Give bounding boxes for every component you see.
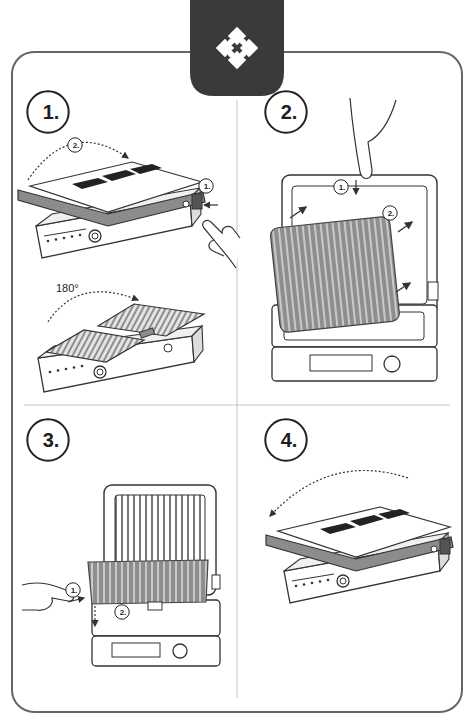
open-grill bbox=[212, 575, 220, 589]
callout-number-text: 2. bbox=[67, 137, 84, 153]
motion-arrow bbox=[94, 606, 95, 626]
open-grill bbox=[164, 344, 172, 352]
open-grill bbox=[88, 485, 220, 666]
open-grill bbox=[270, 216, 400, 333]
open-grill bbox=[49, 371, 52, 374]
open-grill bbox=[57, 369, 60, 372]
open-grill bbox=[46, 330, 144, 362]
angle-label: 180° bbox=[56, 282, 79, 294]
header-tab bbox=[239, 50, 247, 58]
motion-arrow bbox=[398, 222, 412, 232]
open-grill bbox=[173, 644, 187, 658]
callout-number-text: 1. bbox=[65, 582, 82, 598]
open-grill bbox=[38, 304, 204, 392]
closed-grill bbox=[18, 162, 205, 258]
header-tab bbox=[190, 0, 284, 96]
callout-number: 2. bbox=[114, 604, 130, 620]
open-grill bbox=[65, 368, 68, 371]
panel-divider bbox=[24, 405, 450, 406]
open-grill bbox=[92, 636, 220, 666]
closed-grill bbox=[266, 507, 453, 603]
motion-arrow bbox=[355, 180, 356, 194]
outer-frame bbox=[12, 52, 462, 712]
callout-number: 2. bbox=[67, 137, 83, 153]
motion-arrow bbox=[48, 292, 138, 322]
step-number-text: 1. bbox=[26, 90, 73, 134]
motion-arrow bbox=[204, 204, 218, 205]
step-number-text: 4. bbox=[264, 418, 311, 462]
open-grill bbox=[73, 366, 76, 369]
open-grill bbox=[270, 175, 438, 381]
callout-number: 1. bbox=[333, 179, 349, 195]
callout-number: 1. bbox=[65, 582, 81, 598]
callout-number-text: 2. bbox=[114, 604, 131, 620]
hand bbox=[350, 98, 396, 179]
step-number-text: 3. bbox=[26, 418, 73, 462]
open-grill bbox=[112, 643, 160, 657]
open-grill bbox=[139, 328, 154, 338]
motion-arrow bbox=[270, 470, 408, 516]
callout-number-text: 1. bbox=[333, 179, 350, 195]
callout-number-text: 2. bbox=[382, 205, 399, 221]
open-grill bbox=[81, 365, 84, 368]
motion-arrow bbox=[396, 283, 410, 292]
header-tab bbox=[239, 38, 247, 46]
callout-number: 1. bbox=[198, 178, 214, 194]
open-grill bbox=[272, 347, 437, 381]
step-number: 1. bbox=[26, 90, 70, 134]
header-tab bbox=[227, 38, 235, 46]
panel-divider bbox=[237, 100, 238, 698]
header-tab bbox=[190, 0, 284, 96]
open-grill bbox=[88, 560, 208, 604]
closed-grill bbox=[266, 507, 453, 603]
step-number: 4. bbox=[264, 418, 308, 462]
open-grill bbox=[428, 282, 438, 300]
callout-number: 2. bbox=[382, 205, 398, 221]
open-grill bbox=[384, 356, 400, 372]
motion-arrow bbox=[290, 207, 306, 218]
step-number: 3. bbox=[26, 418, 70, 462]
open-grill bbox=[97, 369, 103, 375]
closed-grill bbox=[18, 162, 205, 258]
open-grill bbox=[92, 600, 220, 636]
open-grill bbox=[94, 366, 106, 378]
callout-number-text: 1. bbox=[198, 178, 215, 194]
header-tab bbox=[216, 27, 258, 69]
header-tab bbox=[227, 50, 235, 58]
hand bbox=[203, 221, 240, 268]
open-grill bbox=[310, 355, 372, 371]
step-number-text: 2. bbox=[264, 90, 311, 134]
open-grill bbox=[192, 326, 203, 362]
open-grill bbox=[148, 602, 162, 610]
step-number: 2. bbox=[264, 90, 308, 134]
